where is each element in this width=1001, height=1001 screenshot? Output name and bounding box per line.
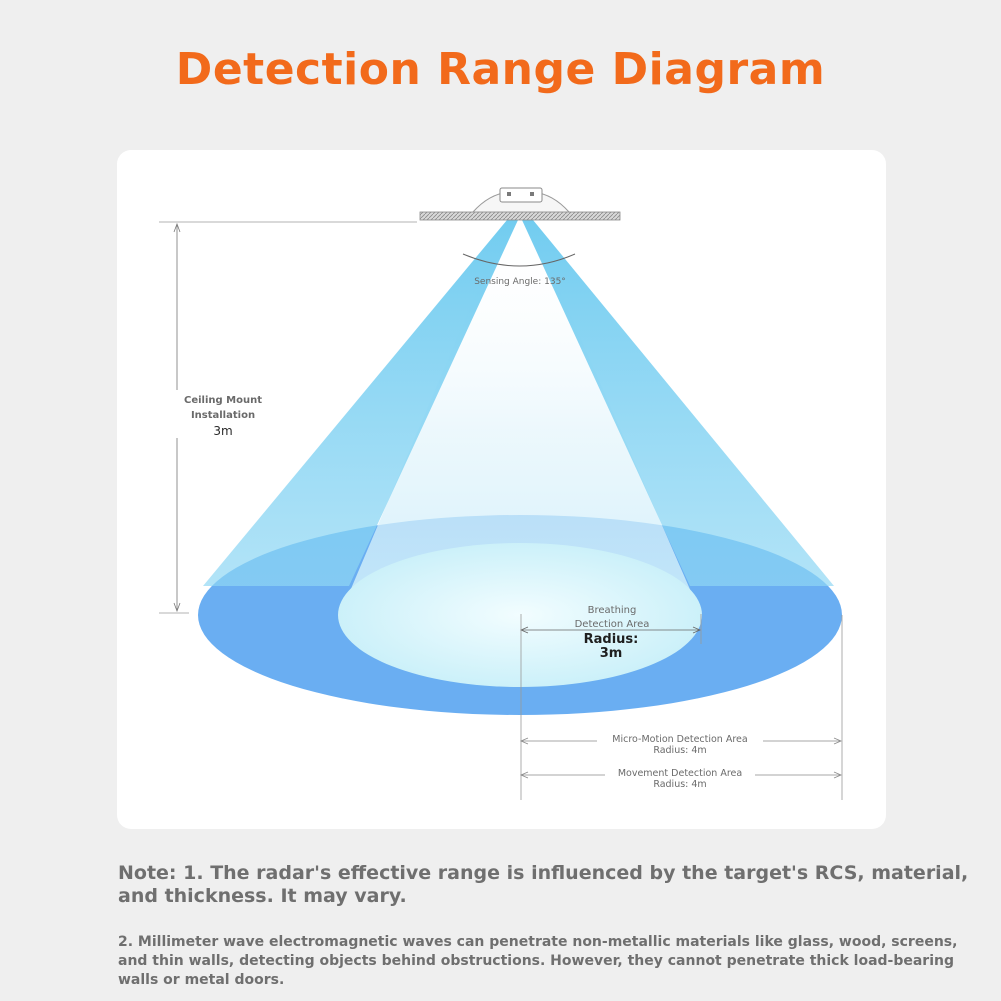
note-1: Note: 1. The radar's effective range is … [118,862,969,907]
height-arrow-bottom [173,602,181,613]
ceiling-height-value: 3m [213,424,232,438]
detection-range-diagram: Sensing Angle: 135° Ceiling Mount Instal… [159,187,843,800]
ceiling-mount-label-line2: Installation [191,410,255,421]
detection-cone-fill [342,220,699,610]
height-arrow-top [173,222,181,233]
ceiling-plate [419,211,621,221]
breathing-radius-value: 3m [600,646,623,661]
left-beam [203,220,518,586]
movement-radius: Radius: 4m [653,779,706,790]
diagram-panel: Sensing Angle: 135° Ceiling Mount Instal… [117,150,886,829]
radar-sensor-icon [471,187,571,213]
micro-motion-label-text: Micro-Motion Detection Area [612,734,747,745]
breathing-label-line1: Breathing [588,605,637,616]
movement-label: Movement Detection Area [618,768,742,779]
micro-motion-radius: Radius: 4m [653,745,706,756]
breathing-radius-label: Radius: [584,632,639,647]
sensing-angle-label: Sensing Angle: 135° [474,277,566,287]
sensing-angle-arc [462,253,576,267]
note-2: 2. Millimeter wave electromagnetic waves… [118,934,958,988]
right-beam [522,220,834,586]
ceiling-mount-label-line1: Ceiling Mount [184,395,262,406]
breathing-detection-area [338,543,702,687]
breathing-label-line2: Detection Area [575,619,650,630]
page-title: Detection Range Diagram [175,44,826,95]
